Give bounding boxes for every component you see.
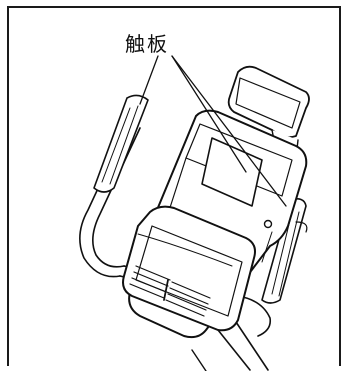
callout-leader-lines — [139, 55, 287, 207]
touch-pad-callout-label: 触板 — [125, 32, 169, 56]
left-grip-icon — [93, 94, 149, 193]
left-handlebar — [79, 94, 149, 278]
console-button — [263, 219, 273, 229]
lower-console — [122, 205, 256, 332]
fan-vent-icon — [129, 265, 211, 317]
